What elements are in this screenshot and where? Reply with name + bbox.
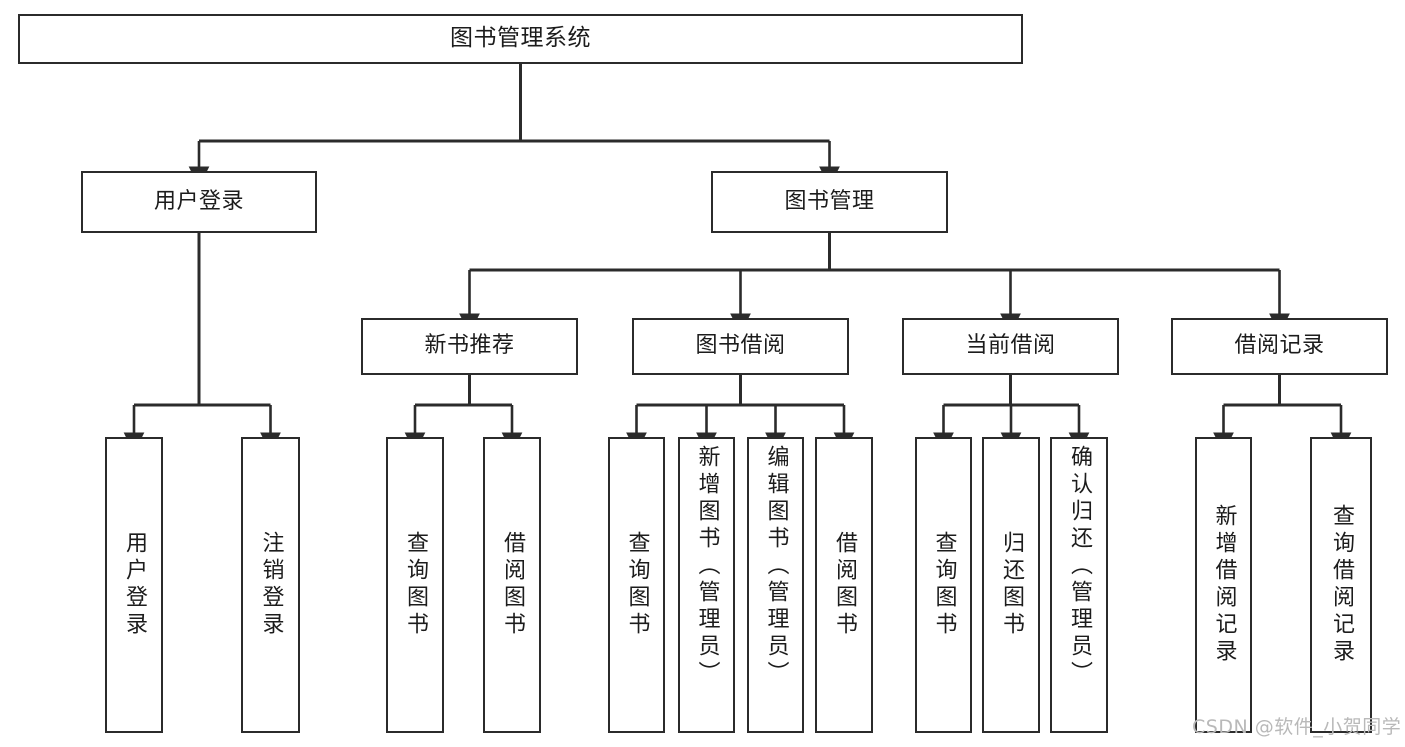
node-label-leaf-query-book-2: 查询图书 bbox=[624, 531, 650, 639]
node-label-leaf-query-record: 查询借阅记录 bbox=[1329, 504, 1354, 666]
node-current-borrow: 当前借阅 bbox=[902, 318, 1119, 375]
node-leaf-user-login: 用户登录 bbox=[105, 437, 163, 733]
node-new-book-rec: 新书推荐 bbox=[361, 318, 578, 375]
node-label-book-borrow: 图书借阅 bbox=[695, 333, 786, 359]
node-label-leaf-borrow-book-1: 借阅图书 bbox=[500, 531, 525, 639]
node-label-root: 图书管理系统 bbox=[450, 25, 591, 52]
node-label-leaf-edit-book: 编辑图书（管理员） bbox=[763, 445, 789, 688]
node-label-leaf-add-record: 新增借阅记录 bbox=[1211, 504, 1237, 666]
node-leaf-confirm-return: 确认归还（管理员） bbox=[1050, 437, 1108, 733]
node-user-login: 用户登录 bbox=[81, 171, 317, 233]
node-label-current-borrow: 当前借阅 bbox=[965, 333, 1056, 359]
node-leaf-query-book-3: 查询图书 bbox=[915, 437, 972, 733]
node-leaf-query-record: 查询借阅记录 bbox=[1310, 437, 1372, 733]
node-root: 图书管理系统 bbox=[18, 14, 1023, 64]
node-label-leaf-borrow-book-2: 借阅图书 bbox=[832, 531, 857, 639]
node-label-leaf-return-book: 归还图书 bbox=[999, 531, 1024, 639]
node-book-manage: 图书管理 bbox=[711, 171, 948, 233]
node-label-borrow-record: 借阅记录 bbox=[1234, 333, 1325, 359]
node-leaf-edit-book: 编辑图书（管理员） bbox=[747, 437, 804, 733]
node-label-user-login: 用户登录 bbox=[153, 188, 244, 214]
node-label-leaf-user-logout: 注销登录 bbox=[258, 531, 284, 639]
node-label-leaf-query-book-1: 查询图书 bbox=[403, 531, 428, 639]
node-leaf-borrow-book-1: 借阅图书 bbox=[483, 437, 541, 733]
node-leaf-query-book-1: 查询图书 bbox=[386, 437, 444, 733]
node-label-leaf-confirm-return: 确认归还（管理员） bbox=[1067, 445, 1092, 688]
node-label-leaf-query-book-3: 查询图书 bbox=[931, 531, 957, 639]
node-label-new-book-rec: 新书推荐 bbox=[424, 333, 515, 359]
node-leaf-user-logout: 注销登录 bbox=[241, 437, 300, 733]
node-book-borrow: 图书借阅 bbox=[632, 318, 849, 375]
node-label-book-manage: 图书管理 bbox=[784, 188, 875, 214]
node-leaf-query-book-2: 查询图书 bbox=[608, 437, 665, 733]
node-leaf-add-record: 新增借阅记录 bbox=[1195, 437, 1252, 733]
node-leaf-return-book: 归还图书 bbox=[982, 437, 1040, 733]
node-label-leaf-user-login: 用户登录 bbox=[122, 531, 147, 639]
node-borrow-record: 借阅记录 bbox=[1171, 318, 1388, 375]
node-leaf-add-book: 新增图书（管理员） bbox=[678, 437, 735, 733]
node-label-leaf-add-book: 新增图书（管理员） bbox=[694, 445, 720, 688]
node-leaf-borrow-book-2: 借阅图书 bbox=[815, 437, 873, 733]
